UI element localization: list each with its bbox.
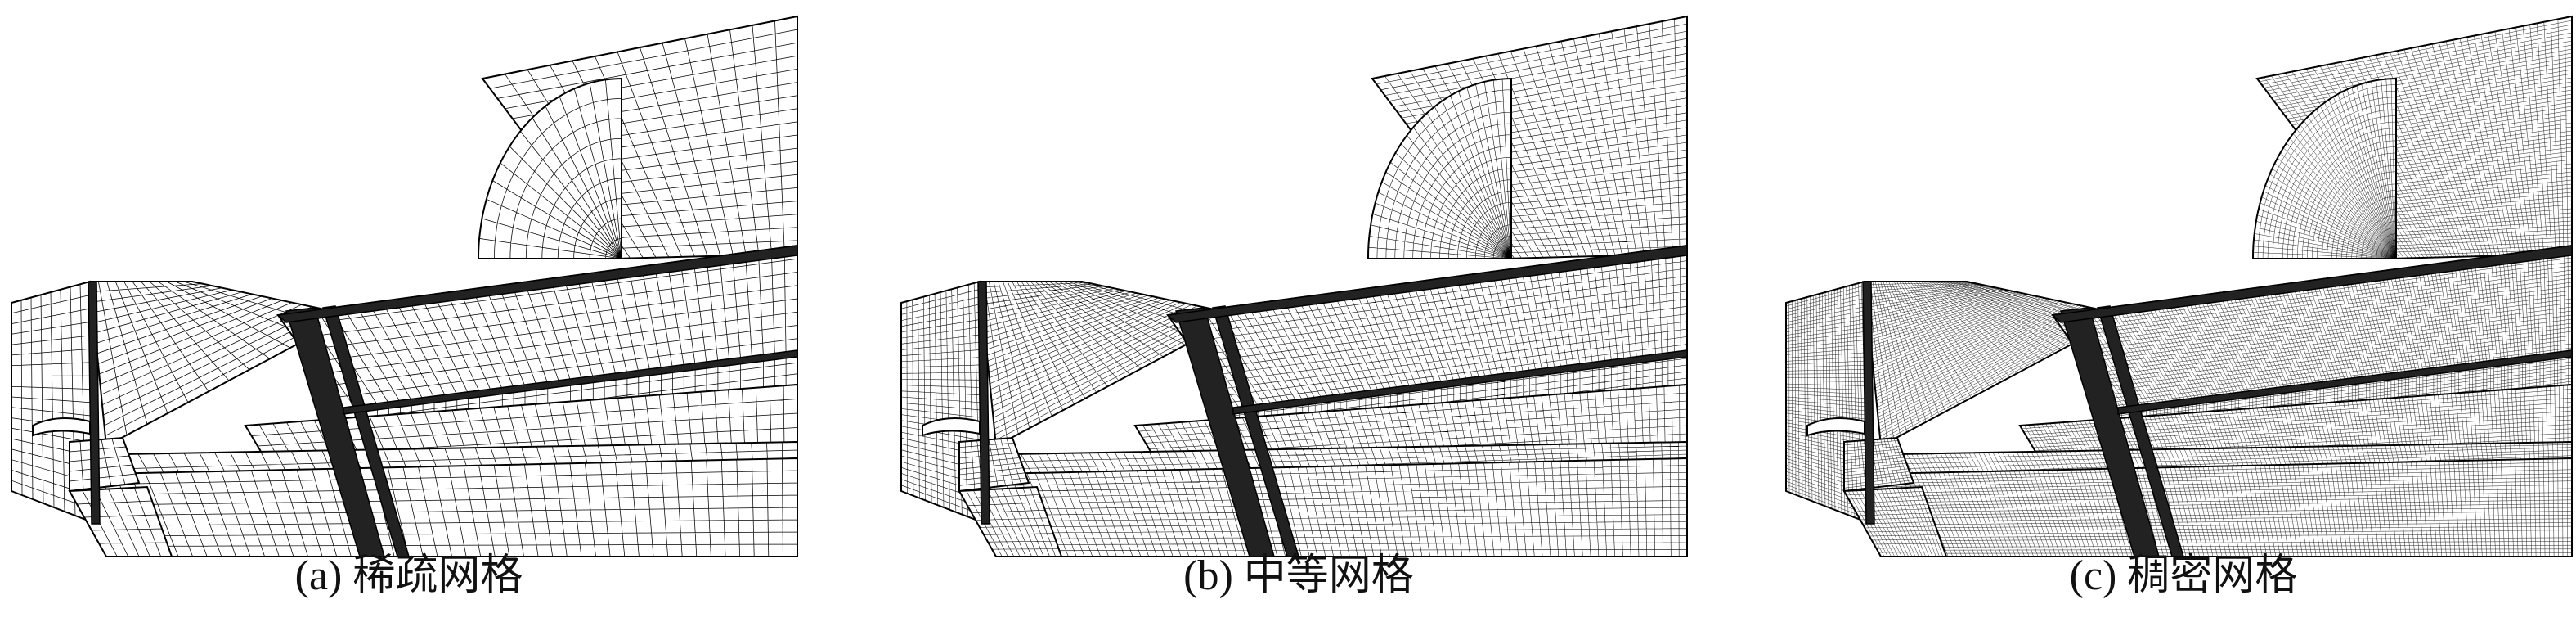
caption-coarse: (a) 稀疏网格 <box>294 552 523 599</box>
mesh-dome-cap <box>1367 77 1512 259</box>
mesh-band-diagonal-2 <box>322 305 410 557</box>
caption-dense: (c) 稠密网格 <box>2069 552 2298 599</box>
mesh-duct-bottom <box>68 457 798 557</box>
mesh-band-diagonal-2 <box>1212 305 1299 557</box>
mesh-step-left <box>69 436 141 493</box>
mesh-duct-bottom <box>1842 457 2573 557</box>
mesh-band-diagonal-1 <box>2060 307 2160 557</box>
mesh-band-diagonal-1 <box>1175 307 1275 557</box>
caption-medium: (b) 中等网格 <box>1183 552 1414 599</box>
mesh-drawing-dense <box>1785 15 2573 557</box>
mesh-panel-dense: (c) 稠密网格 <box>1775 0 2576 622</box>
mesh-band-diagonal-1 <box>285 307 385 557</box>
mesh-band-top-edge <box>276 245 798 323</box>
mesh-band-mid-edge <box>343 349 798 415</box>
mesh-band-top-edge <box>2051 245 2573 323</box>
mesh-duct-bottom <box>958 457 1688 557</box>
mesh-panel-coarse: (a) 稀疏网格 <box>0 0 818 622</box>
mesh-dome-cap <box>2251 77 2397 259</box>
mesh-dome-cap <box>477 77 622 259</box>
mesh-gap-notch <box>32 417 91 437</box>
mesh-gap-notch <box>922 417 981 437</box>
mesh-step-left <box>958 436 1030 493</box>
mesh-band-mid-edge <box>2117 349 2573 415</box>
mesh-band-top-edge <box>1166 245 1688 323</box>
mesh-drawing-coarse <box>11 15 798 557</box>
mesh-band-diagonal-2 <box>2097 305 2184 557</box>
mesh-band-inlet-edge <box>1862 281 1875 525</box>
mesh-panel-medium: (b) 中等网格 <box>890 0 1708 622</box>
mesh-drawing-medium <box>900 15 1688 557</box>
mesh-band-inlet-edge <box>88 281 101 525</box>
mesh-step-left <box>1843 436 1915 493</box>
mesh-band-inlet-edge <box>977 281 990 525</box>
mesh-band-mid-edge <box>1232 349 1688 415</box>
mesh-gap-notch <box>1806 417 1865 437</box>
